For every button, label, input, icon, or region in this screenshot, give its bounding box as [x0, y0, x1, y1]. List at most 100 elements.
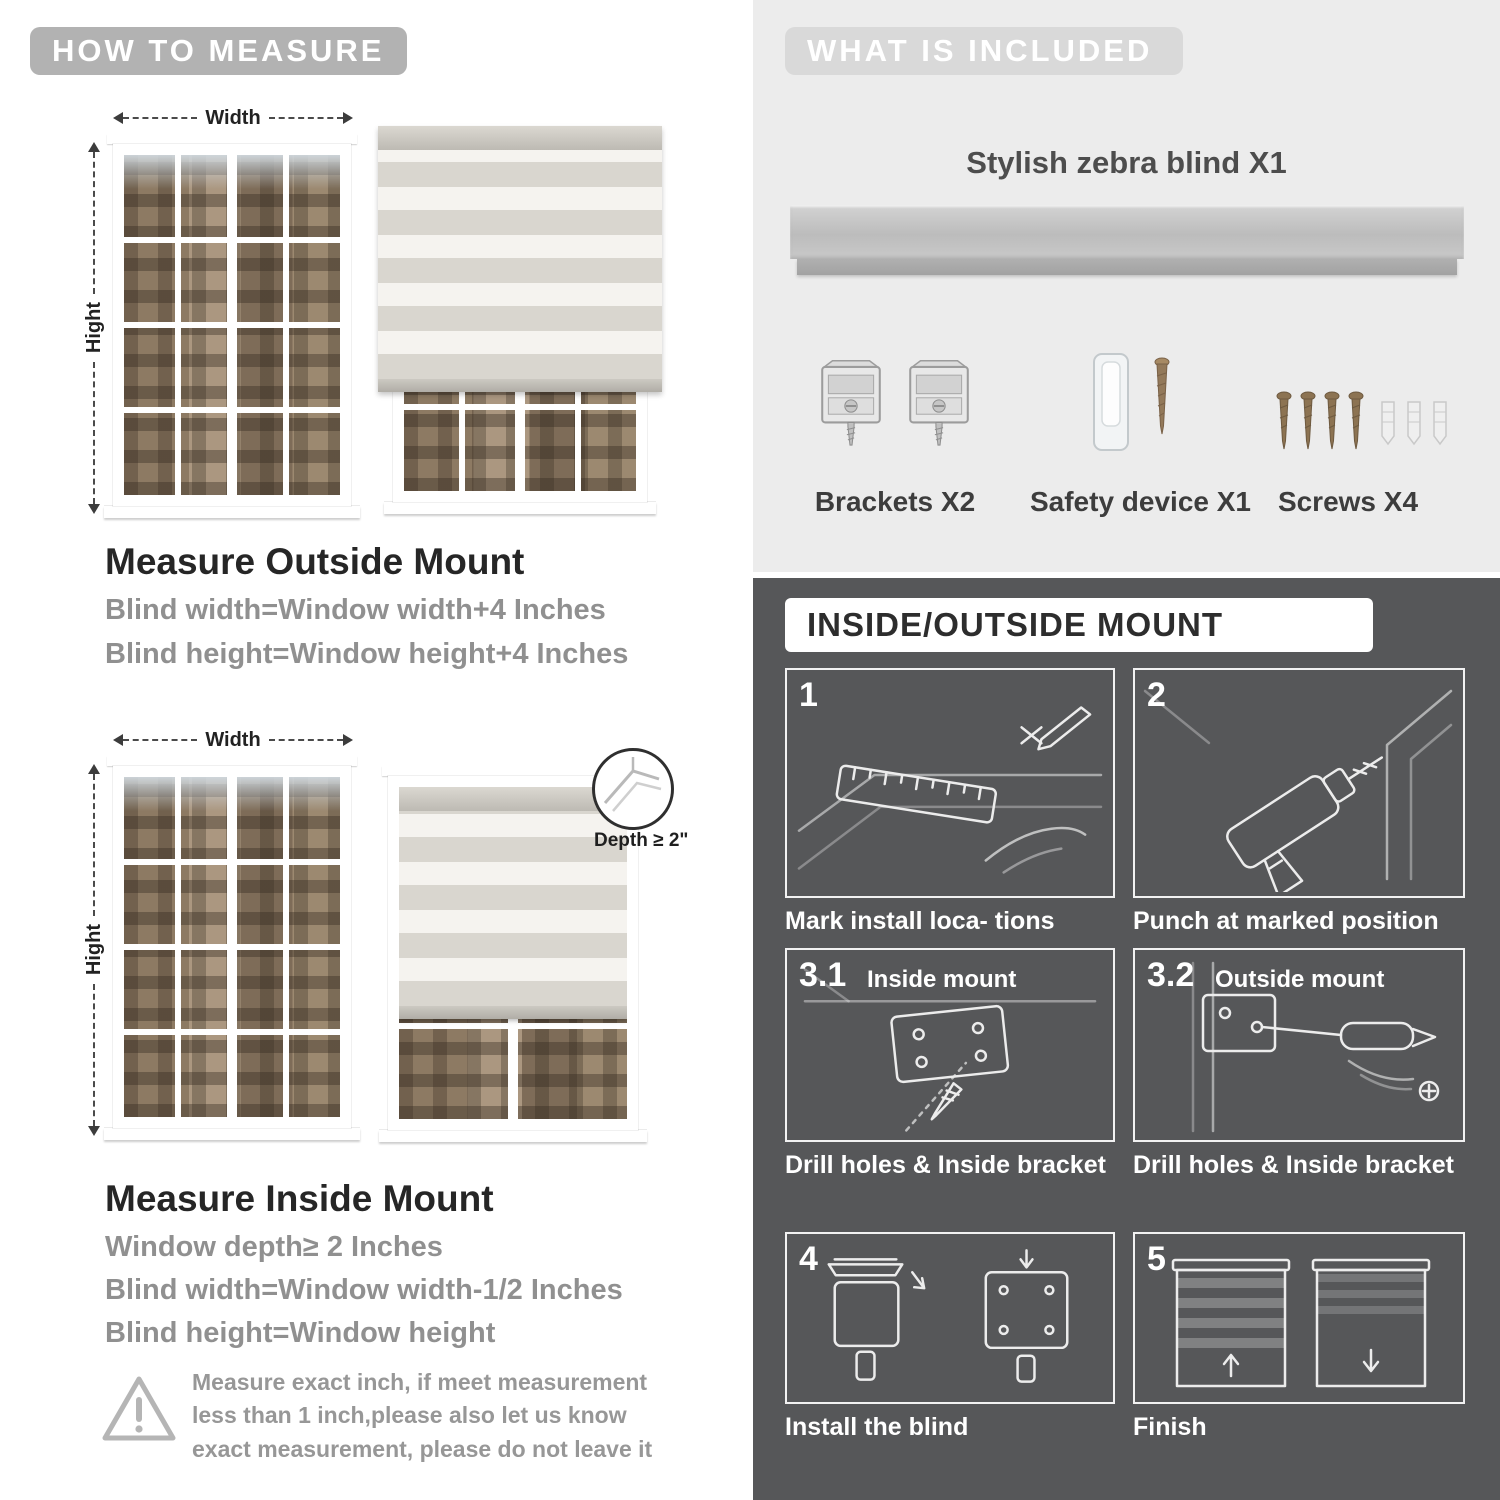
dash-line — [268, 739, 344, 741]
step-number: 3.2 — [1147, 956, 1195, 994]
brackets-icons — [800, 352, 990, 454]
window-outside-plain: Width Hight — [83, 107, 365, 520]
dash-line — [93, 983, 95, 1126]
measure-line: Blind height=Window height+4 Inches — [105, 638, 629, 670]
window — [104, 756, 360, 1140]
dash-line — [93, 774, 95, 917]
finish-illustration — [1171, 1258, 1431, 1388]
window — [379, 766, 647, 1142]
step-2-box: 2 — [1133, 668, 1465, 898]
measure-line: Blind width=Window width+4 Inches — [105, 594, 606, 626]
safety-device-icons — [1060, 348, 1220, 454]
depth-detail-circle — [592, 748, 674, 830]
screws-icon — [1276, 391, 1447, 450]
step-2: 2 Punch at m — [1133, 668, 1465, 936]
dash-line — [93, 152, 95, 295]
window-muntin — [399, 1023, 627, 1030]
height-label: Hight — [82, 924, 105, 976]
inside-outside-mount-label: INSIDE/OUTSIDE MOUNT — [807, 606, 1224, 643]
step-5: 5 — [1133, 1232, 1465, 1442]
inside-bracket-illustration — [803, 968, 1097, 1132]
window-frame — [113, 144, 351, 506]
safety-device-label: Safety device X1 — [1029, 486, 1252, 517]
window-sill — [104, 506, 360, 518]
window-muntin — [124, 322, 340, 328]
what-is-included-badge: WHAT IS INCLUDED — [785, 27, 1183, 75]
arrow-up-icon — [88, 142, 100, 152]
dash-line — [123, 739, 198, 741]
arrow-down-icon — [88, 1126, 100, 1136]
outside-mount-title: Measure Outside Mount — [105, 541, 525, 582]
measure-line: Window depth≥ 2 Inches — [105, 1231, 443, 1263]
inside-mount-title: Measure Inside Mount — [105, 1178, 494, 1219]
step-4-caption: Install the blind — [785, 1413, 969, 1441]
blind-headrail — [399, 787, 627, 811]
mark-locations-illustration — [797, 706, 1103, 874]
blind-fabric — [399, 811, 627, 1006]
window-muntin — [124, 859, 340, 865]
window-inside-plain: Width Hight — [82, 729, 365, 1142]
bracket-icon — [821, 360, 881, 446]
arrow-up-icon — [88, 764, 100, 774]
arrow-left-icon — [113, 734, 123, 746]
window-sill — [384, 502, 656, 514]
measure-line: Blind height=Window height — [105, 1317, 496, 1349]
arrow-right-icon — [343, 112, 354, 124]
step-1-box: 1 — [785, 668, 1115, 898]
install-blind-illustration — [827, 1249, 1069, 1383]
step-4-box: 4 — [785, 1232, 1115, 1404]
step-number: 4 — [799, 1240, 818, 1278]
window-muntin — [404, 403, 636, 410]
step-number: 2 — [1147, 676, 1166, 714]
blind-bottom-rail — [399, 1006, 627, 1019]
outside-bracket-illustration — [1191, 961, 1440, 1133]
dash-line — [123, 117, 198, 119]
step-5-box: 5 — [1133, 1232, 1465, 1404]
window-top-trim — [107, 756, 357, 766]
step-3-1: 3.1 Inside mount — [785, 948, 1115, 1180]
step-4: 4 Install the blind — [785, 1232, 1115, 1442]
warning-icon — [102, 1376, 176, 1441]
window-sill — [104, 1128, 360, 1140]
blind-fabric — [378, 150, 662, 379]
step-1-caption: Mark install loca- tions — [785, 907, 1055, 935]
dash-line — [93, 361, 95, 504]
window-muntin — [124, 944, 340, 950]
warning-text: Measure exact inch, if meet measurement … — [192, 1369, 653, 1462]
blind-bottom-rail — [378, 379, 662, 392]
window — [104, 134, 360, 518]
headrail-lip — [797, 259, 1457, 275]
bracket-icon — [909, 360, 969, 446]
inside-outside-mount-badge: INSIDE/OUTSIDE MOUNT — [785, 598, 1373, 652]
step-title: Outside mount — [1215, 966, 1385, 993]
step-number: 5 — [1147, 1240, 1166, 1278]
brackets-label: Brackets X2 — [814, 486, 976, 517]
what-is-included-label: WHAT IS INCLUDED — [807, 33, 1153, 68]
step-3-2: 3.2 Outside mount Drill holes & — [1133, 948, 1465, 1180]
window-muntin — [124, 237, 340, 243]
step-3-1-box: 3.1 Inside mount — [785, 948, 1115, 1142]
step-number: 1 — [799, 676, 818, 714]
height-arrow: Hight — [83, 142, 105, 514]
arrow-right-icon — [343, 734, 354, 746]
dash-line — [268, 117, 344, 119]
window-frame — [113, 766, 351, 1128]
included-panel — [753, 0, 1500, 572]
window-top-trim — [382, 766, 644, 776]
screws-icons — [1268, 388, 1468, 454]
step-5-caption: Finish — [1133, 1413, 1207, 1441]
measure-line: Blind width=Window width-1/2 Inches — [105, 1274, 623, 1306]
depth-label: Depth ≥ 2" — [594, 830, 689, 851]
frame-corner-zoom — [603, 757, 662, 812]
step-3-1-caption: Drill holes & Inside bracket — [785, 1151, 1106, 1179]
blind-headrail — [378, 126, 662, 150]
window-inside-with-blind — [379, 766, 647, 1142]
window-outside-with-blind — [378, 126, 662, 520]
width-label: Width — [205, 728, 261, 751]
drill-illustration — [1143, 689, 1453, 892]
how-to-measure-label: HOW TO MEASURE — [52, 33, 385, 68]
arrow-down-icon — [88, 504, 100, 514]
zebra-blind-outside — [378, 126, 662, 392]
window-muntin — [124, 1029, 340, 1035]
width-arrow: Width — [113, 729, 354, 751]
